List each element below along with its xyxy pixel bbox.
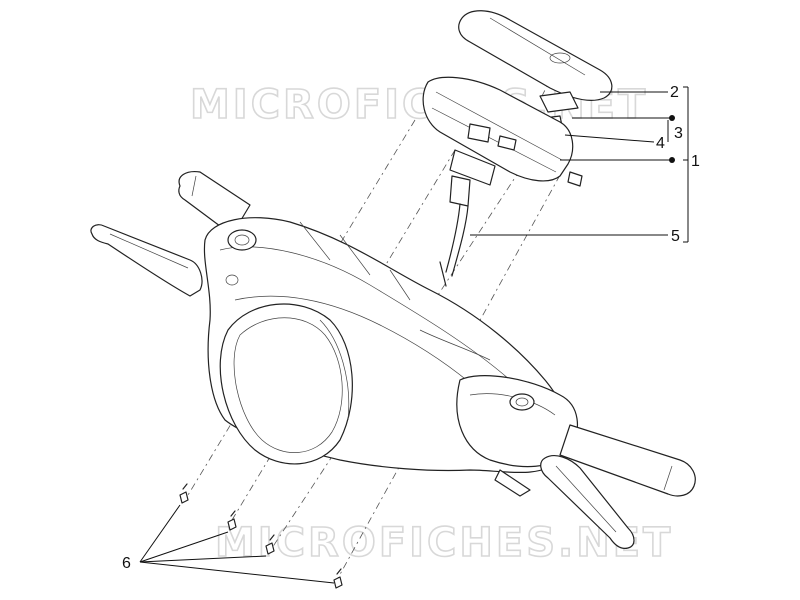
left-brake-lever [90,224,203,297]
wiring-harness-part-5 [439,175,471,287]
headlight-lens [219,303,353,465]
screw-2 [227,510,237,531]
screw-3 [265,534,275,555]
callout-4: 4 [656,135,665,152]
screw-4 [333,568,343,589]
instrument-cover-part-2 [458,10,613,101]
screw-1 [179,483,189,504]
instrument-cluster-part-1 [422,76,583,187]
callout-3: 3 [674,125,683,142]
right-switch-housing [456,375,578,497]
callout-5: 5 [671,228,680,245]
right-brake-lever [540,455,635,549]
callout-1: 1 [691,153,700,170]
watermark-bottom: MICROFICHES.NET [215,520,673,566]
leader-lines [139,86,689,584]
callout-6: 6 [122,555,131,572]
callout-2: 2 [670,84,679,101]
screws-part-6 [179,483,343,589]
right-grip [559,424,696,497]
